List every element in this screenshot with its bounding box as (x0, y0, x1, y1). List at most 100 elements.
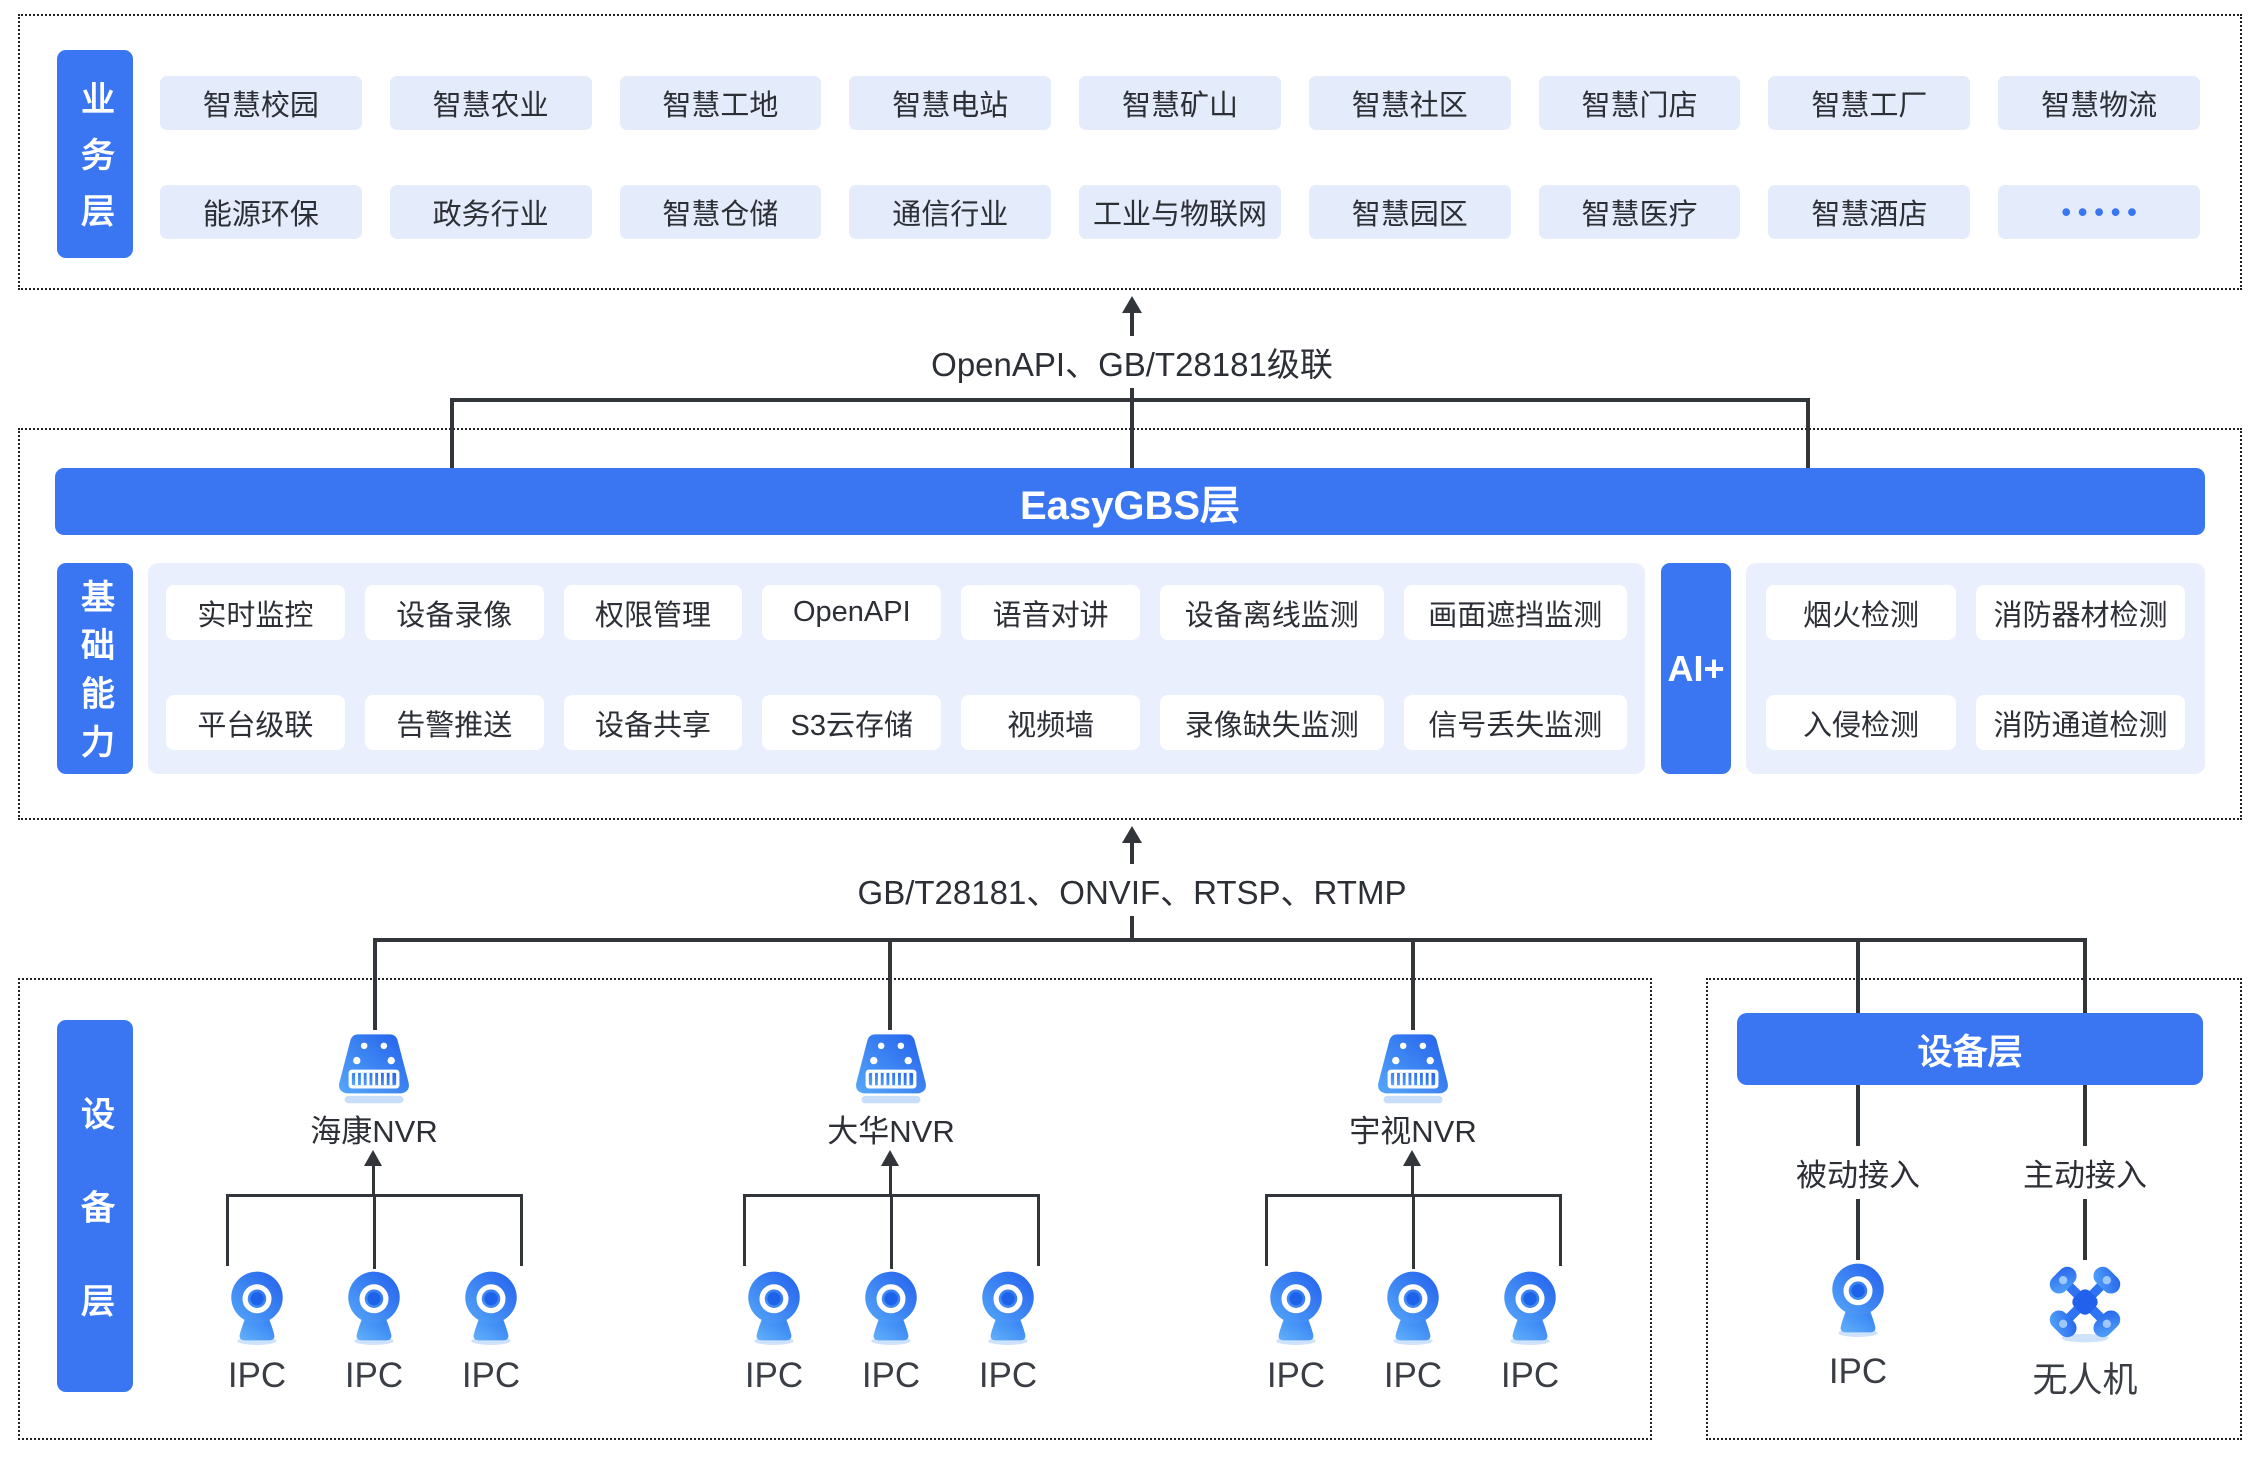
ipc-label: IPC (1500, 1356, 1560, 1395)
ipc-node: IPC (209, 1266, 305, 1396)
ai-item: 入侵检测 (1766, 695, 1956, 750)
arrow-up-icon (362, 1150, 386, 1194)
business-item: 智慧酒店 (1768, 185, 1971, 239)
capability-item: 语音对讲 (961, 585, 1140, 640)
ipc-camera-icon (982, 1271, 1034, 1345)
ipc-camera-icon (1270, 1271, 1322, 1345)
business-item-more: ••••• (1998, 185, 2200, 239)
drop-line-active (2083, 938, 2087, 1260)
business-item: 智慧门店 (1538, 76, 1741, 130)
capability-item: 告警推送 (364, 695, 544, 750)
capability-item: 设备录像 (364, 585, 544, 640)
ipc-camera-icon (748, 1271, 800, 1345)
business-item: 政务行业 (389, 185, 592, 239)
ipc-camera-icon (1832, 1263, 1884, 1337)
ipc-bracket (742, 1194, 1040, 1269)
business-item: 通信行业 (849, 185, 1052, 239)
business-item: 智慧矿山 (1079, 76, 1281, 130)
ipc-label: IPC (227, 1356, 287, 1395)
business-item: 智慧园区 (1308, 185, 1511, 239)
ipc-label: IPC (978, 1356, 1038, 1395)
ipc-label: IPC (1266, 1356, 1326, 1395)
business-item: 智慧医疗 (1538, 185, 1741, 239)
ipc-node: IPC (726, 1266, 822, 1396)
capability-item: 平台级联 (166, 695, 345, 750)
arrow-up-icon (1401, 1150, 1425, 1194)
panel-drone-label: 无人机 (2032, 1361, 2138, 1400)
connector-bottom-bracket (373, 938, 2087, 942)
drop-line-passive (1856, 938, 1860, 1260)
nvr-icon (339, 1034, 409, 1104)
ipc-node: IPC (443, 1266, 539, 1396)
easygbs-banner: EasyGBS层 (55, 468, 2205, 535)
ipc-camera-icon (1387, 1271, 1439, 1345)
capability-item: 权限管理 (563, 585, 743, 640)
nvr-group: 海康NVR IPC (209, 1030, 539, 1396)
nvr-icon (856, 1034, 926, 1104)
connector-top-stem (1130, 310, 1134, 468)
arrow-up-icon (1122, 296, 1142, 313)
nvr-group: 大华NVR IPC (726, 1030, 1056, 1396)
capability-item: 信号丢失监测 (1403, 695, 1627, 750)
ipc-label: IPC (861, 1356, 921, 1395)
capability-grid: 实时监控 设备录像 权限管理 OpenAPI 语音对讲 设备离线监测 画面遮挡监… (166, 585, 1627, 750)
drop-line-nvr1 (373, 938, 377, 1030)
device-layer-label: 设备层 (57, 1020, 133, 1392)
ipc-node: IPC (960, 1266, 1056, 1396)
business-items-grid: 智慧校园 智慧农业 智慧工地 智慧电站 智慧矿山 智慧社区 智慧门店 智慧工厂 … (160, 76, 2200, 239)
business-item: 智慧电站 (849, 76, 1052, 130)
active-access-label: 主动接入 (2011, 1146, 2159, 1199)
business-item: 智慧物流 (1998, 76, 2200, 130)
ipc-label: IPC (744, 1356, 804, 1395)
ipc-node: IPC (1365, 1266, 1461, 1396)
capability-item: 视频墙 (961, 695, 1140, 750)
connector-top-bracket (450, 398, 1810, 402)
ipc-bracket (225, 1194, 523, 1269)
connector-bottom-label: GB/T28181、ONVIF、RTSP、RTMP (837, 864, 1427, 916)
passive-access-label: 被动接入 (1784, 1146, 1932, 1199)
capability-item: OpenAPI (762, 585, 942, 640)
business-item: 智慧校园 (160, 76, 362, 130)
ipc-bracket (1264, 1194, 1562, 1269)
arrow-up-icon (879, 1150, 903, 1194)
ipc-camera-icon (348, 1271, 400, 1345)
nvr-group: 宇视NVR IPC (1248, 1030, 1578, 1396)
drop-line-nvr2 (888, 938, 892, 1030)
nvr-label: 宇视NVR (1349, 1114, 1477, 1149)
arrow-up-icon (1122, 826, 1142, 843)
connector-top-bracket-left (450, 398, 454, 470)
ipc-node: IPC (843, 1266, 939, 1396)
capability-item: S3云存储 (762, 695, 942, 750)
business-item: 智慧仓储 (619, 185, 822, 239)
capability-item: 画面遮挡监测 (1403, 585, 1627, 640)
ai-label: AI+ (1661, 563, 1731, 774)
device-panel-header: 设备层 (1737, 1013, 2203, 1085)
ai-grid: 烟火检测 消防器材检测 入侵检测 消防通道检测 (1766, 585, 2185, 750)
ipc-camera-icon (1504, 1271, 1556, 1345)
ipc-node: IPC (326, 1266, 422, 1396)
connector-top-bracket-right (1806, 398, 1810, 470)
panel-ipc-label: IPC (1828, 1352, 1888, 1391)
capability-label: 基础能力 (57, 563, 133, 774)
ai-item: 烟火检测 (1766, 585, 1956, 640)
ipc-camera-icon (465, 1271, 517, 1345)
business-item: 能源环保 (160, 185, 362, 239)
ipc-node: IPC (1482, 1266, 1578, 1396)
nvr-label: 大华NVR (827, 1114, 955, 1149)
business-item: 智慧工地 (619, 76, 822, 130)
device-access-panel (1706, 978, 2242, 1440)
business-item: 智慧工厂 (1768, 76, 1971, 130)
ipc-label: IPC (344, 1356, 404, 1395)
ipc-camera-icon (231, 1271, 283, 1345)
connector-top-label: OpenAPI、GB/T28181级联 (911, 336, 1353, 388)
business-item: 智慧社区 (1308, 76, 1511, 130)
capability-item: 实时监控 (166, 585, 345, 640)
business-item: 工业与物联网 (1079, 185, 1281, 239)
capability-item: 设备离线监测 (1160, 585, 1384, 640)
business-layer-label: 业务层 (57, 50, 133, 258)
business-layer-panel (18, 14, 2242, 290)
nvr-label: 海康NVR (310, 1114, 438, 1149)
ai-item: 消防器材检测 (1976, 585, 2185, 640)
ipc-label: IPC (1383, 1356, 1443, 1395)
